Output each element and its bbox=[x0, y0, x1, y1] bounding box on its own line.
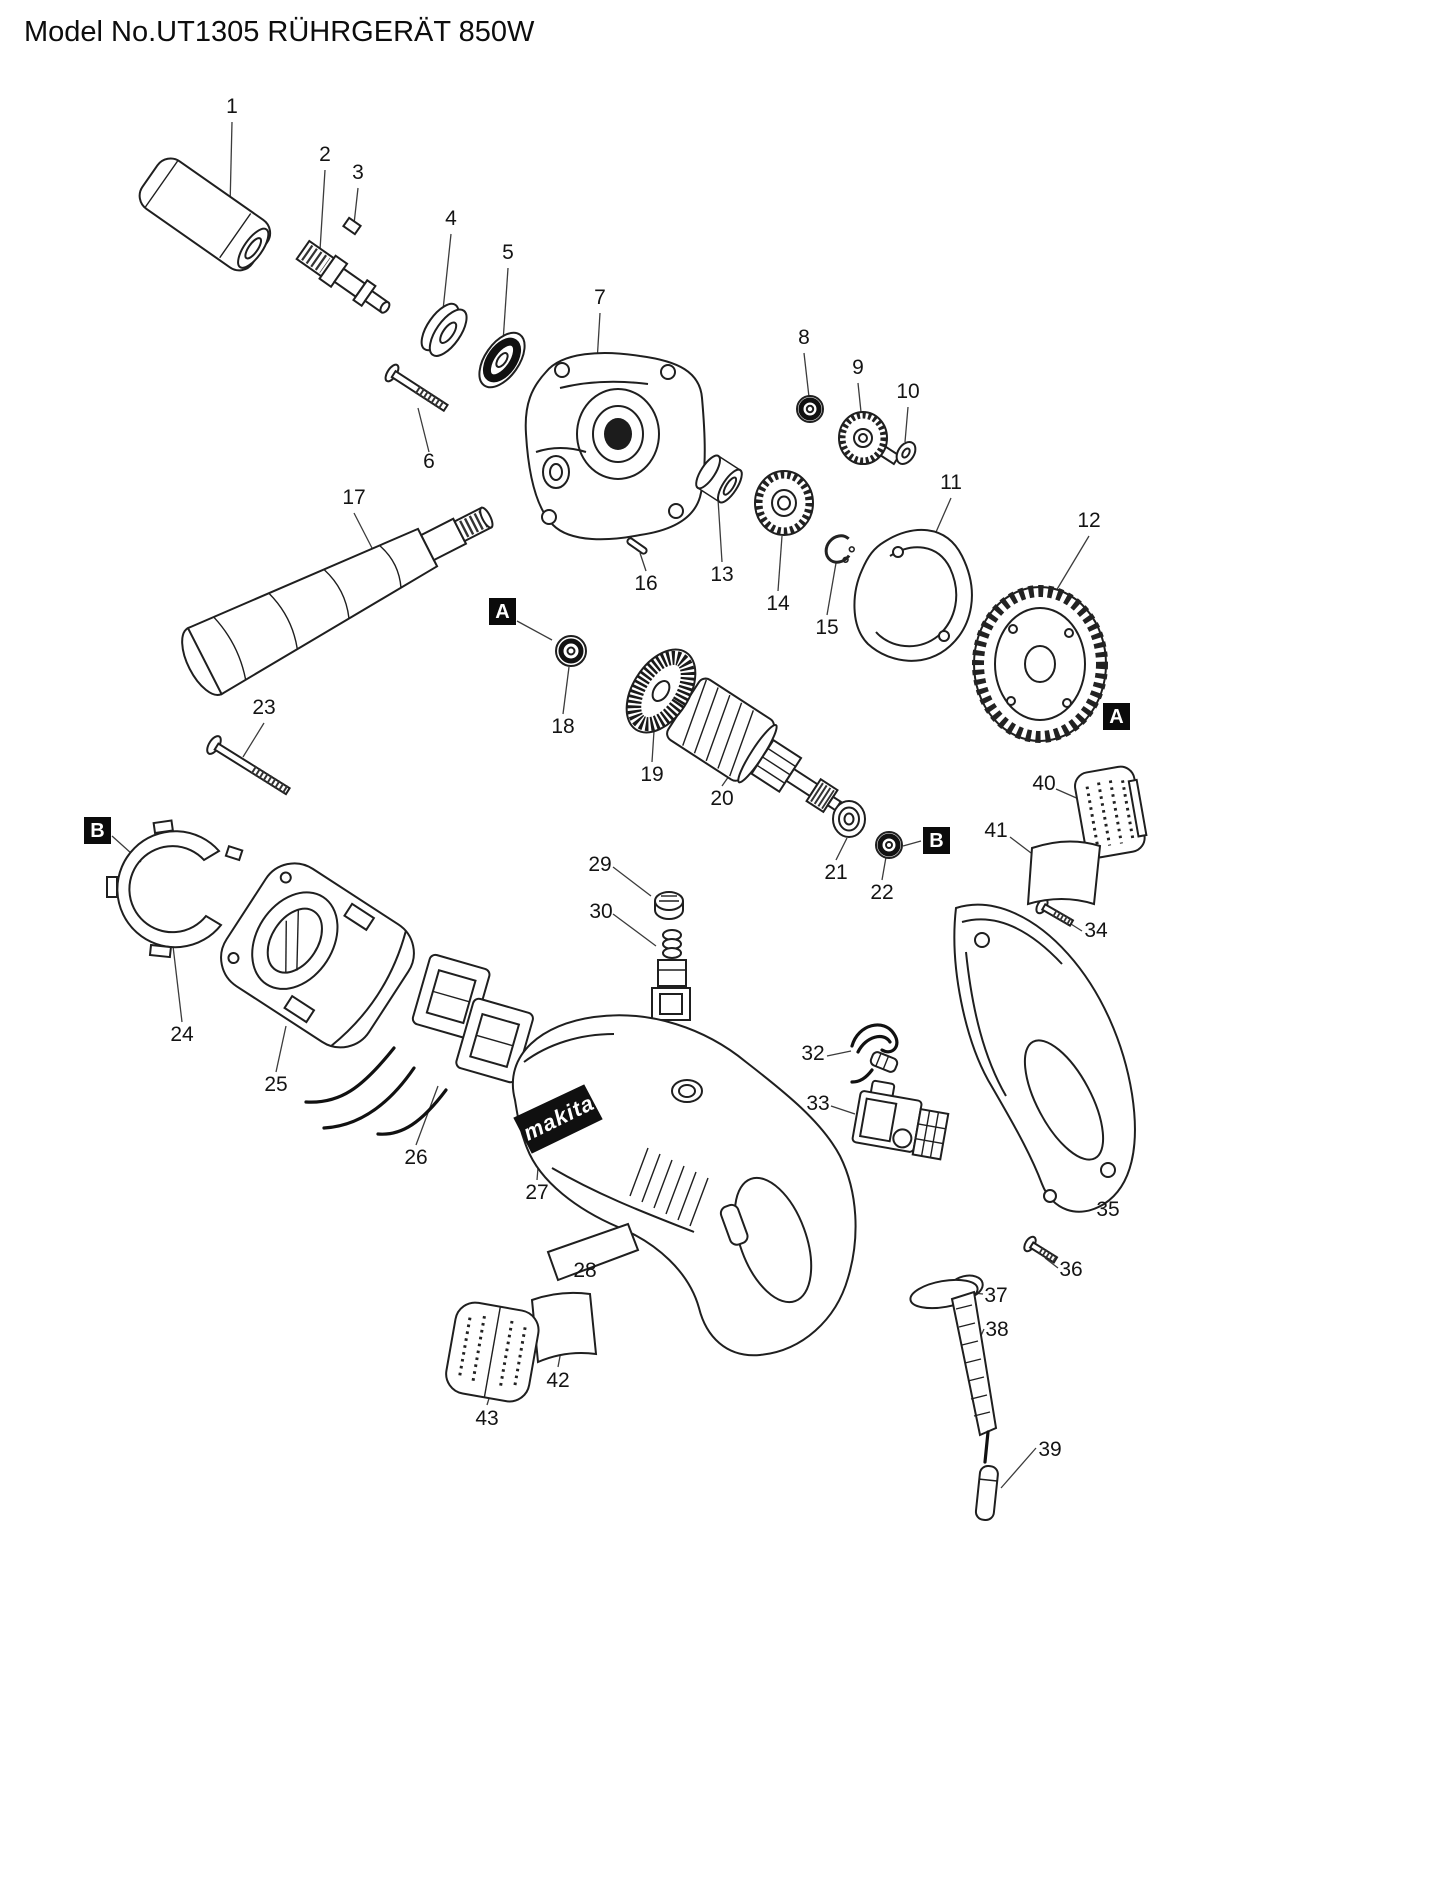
part-label-30: 30 bbox=[589, 900, 612, 923]
part-label-15: 15 bbox=[815, 616, 838, 639]
part-18-bearing-drawing bbox=[555, 635, 587, 667]
part-29-brush-cap-drawing bbox=[654, 891, 684, 920]
part-30-carbon-brush-drawing bbox=[651, 929, 691, 1021]
marker-b-1: B bbox=[84, 817, 111, 844]
marker-a-2-label: A bbox=[1109, 706, 1123, 728]
field-lead-wires bbox=[304, 1046, 448, 1136]
part-34-screw-drawing bbox=[1035, 897, 1075, 927]
part-4-washer-drawing bbox=[420, 302, 468, 357]
part-label-38: 38 bbox=[985, 1318, 1008, 1341]
part-label-11: 11 bbox=[940, 471, 962, 494]
part-label-36: 36 bbox=[1059, 1258, 1082, 1281]
marker-a-1: A bbox=[489, 598, 516, 625]
part-label-6: 6 bbox=[423, 450, 435, 473]
part-15-snap-ring-drawing bbox=[824, 534, 856, 564]
part-label-25: 25 bbox=[264, 1073, 287, 1096]
part-23-screw-drawing bbox=[206, 735, 292, 796]
part-3-key-drawing bbox=[342, 216, 362, 236]
part-35-handle-cover-drawing bbox=[953, 903, 1136, 1213]
part-label-43: 43 bbox=[475, 1407, 498, 1430]
part-26-brush-holder-drawing bbox=[411, 953, 534, 1084]
part-label-27: 27 bbox=[525, 1181, 548, 1204]
part-42-label-drawing bbox=[530, 1291, 598, 1364]
part-label-42: 42 bbox=[546, 1369, 569, 1392]
part-label-37: 37 bbox=[984, 1284, 1007, 1307]
part-label-8: 8 bbox=[798, 326, 810, 349]
part-38-cord-guard-drawing bbox=[909, 1278, 998, 1464]
part-6-screw-drawing bbox=[384, 363, 449, 413]
part-number-labels: 1 2 3 4 5 6 7 8 9 10 11 12 13 14 15 16 1… bbox=[170, 95, 1119, 1461]
part-32-lead-wire-drawing bbox=[850, 1023, 899, 1084]
part-16-pin-drawing bbox=[626, 537, 648, 555]
part-2-spindle-drawing bbox=[295, 239, 391, 314]
part-label-23: 23 bbox=[252, 696, 275, 719]
marker-a-1-label: A bbox=[495, 601, 509, 623]
part-label-39: 39 bbox=[1038, 1438, 1061, 1461]
part-14-gear-drawing bbox=[754, 470, 814, 536]
marker-b-2: B bbox=[923, 827, 950, 854]
part-label-22: 22 bbox=[870, 881, 893, 904]
part-9-gear-drawing bbox=[838, 411, 901, 466]
part-39-cord-drawing bbox=[974, 1464, 999, 1521]
part-19-20-armature-drawing bbox=[625, 648, 843, 814]
part-label-24: 24 bbox=[170, 1023, 194, 1046]
part-label-33: 33 bbox=[806, 1092, 829, 1115]
part-12-bearing-plate-drawing bbox=[972, 585, 1108, 743]
makita-logo-band bbox=[513, 1084, 603, 1154]
part-10-washer-drawing bbox=[895, 441, 917, 465]
part-label-17: 17 bbox=[342, 486, 365, 509]
part-label-10: 10 bbox=[896, 380, 919, 403]
marker-b-2-label: B bbox=[929, 830, 943, 852]
part-28-label-drawing bbox=[546, 1222, 640, 1282]
marker-b-1-label: B bbox=[90, 820, 104, 842]
part-25-field-drawing bbox=[220, 862, 415, 1049]
part-label-3: 3 bbox=[352, 161, 364, 184]
part-36-screw-drawing bbox=[1023, 1235, 1059, 1264]
part-label-41: 41 bbox=[984, 819, 1007, 842]
part-13-sleeve-drawing bbox=[695, 454, 743, 504]
part-label-20: 20 bbox=[710, 787, 733, 810]
part-label-29: 29 bbox=[588, 853, 611, 876]
part-label-2: 2 bbox=[319, 143, 331, 166]
part-22-bearing-drawing bbox=[875, 831, 903, 859]
part-5-bearing-drawing bbox=[478, 331, 526, 389]
part-label-5: 5 bbox=[502, 241, 514, 264]
part-21-ring-drawing bbox=[832, 800, 866, 838]
part-label-26: 26 bbox=[404, 1146, 427, 1169]
part-label-34: 34 bbox=[1084, 919, 1108, 942]
part-label-32: 32 bbox=[801, 1042, 824, 1065]
part-label-28: 28 bbox=[573, 1259, 596, 1282]
part-label-1: 1 bbox=[226, 95, 238, 118]
part-label-7: 7 bbox=[594, 286, 606, 309]
part-label-9: 9 bbox=[852, 356, 864, 379]
part-label-14: 14 bbox=[766, 592, 790, 615]
part-33-switch-drawing bbox=[851, 1079, 950, 1161]
part-label-4: 4 bbox=[445, 207, 457, 230]
part-43-grille-drawing bbox=[445, 1301, 540, 1403]
part-label-12: 12 bbox=[1077, 509, 1100, 532]
part-27-motor-housing-drawing: makita bbox=[512, 1014, 857, 1357]
part-label-19: 19 bbox=[640, 763, 663, 786]
part-label-35: 35 bbox=[1096, 1198, 1119, 1221]
part-label-21: 21 bbox=[824, 861, 847, 884]
marker-a-2: A bbox=[1103, 703, 1130, 730]
part-label-18: 18 bbox=[551, 715, 574, 738]
part-17-shaft-drawing bbox=[181, 506, 494, 696]
page-title: Model No.UT1305 RÜHRGERÄT 850W bbox=[24, 16, 535, 48]
part-8-bearing-drawing bbox=[796, 395, 824, 423]
part-label-13: 13 bbox=[710, 563, 733, 586]
part-41-label-drawing bbox=[1026, 840, 1102, 906]
part-40-vent-grille-drawing bbox=[1074, 765, 1148, 859]
part-label-40: 40 bbox=[1032, 772, 1055, 795]
part-label-16: 16 bbox=[634, 572, 657, 595]
part-7-gear-housing-drawing bbox=[524, 352, 706, 541]
part-1-chuck-drawing bbox=[138, 157, 272, 272]
part-24-baffle-drawing bbox=[106, 819, 244, 959]
part-11-gasket-drawing bbox=[853, 528, 973, 662]
